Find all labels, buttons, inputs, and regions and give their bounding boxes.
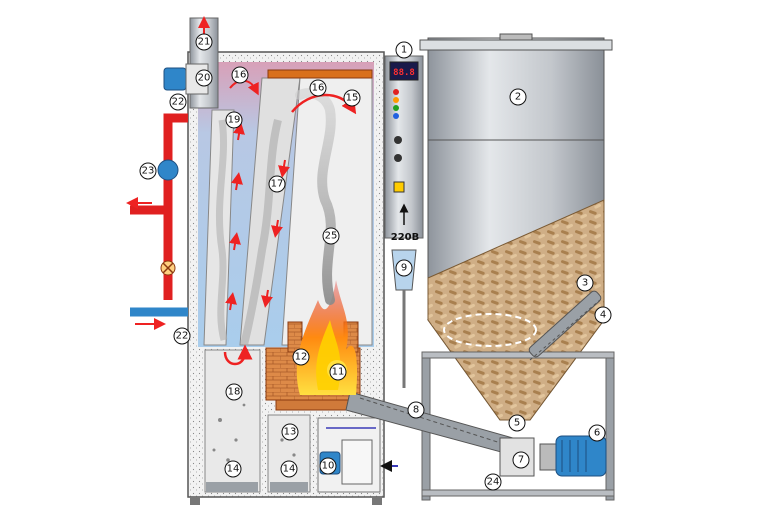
callout-number: 3 bbox=[582, 278, 588, 289]
callout-number: 5 bbox=[514, 418, 520, 429]
pump-icon bbox=[157, 159, 179, 181]
control-panel: 88.8 bbox=[384, 55, 424, 239]
callout-6: 6 bbox=[588, 424, 606, 442]
callout-number: 20 bbox=[198, 73, 211, 84]
callout-8: 8 bbox=[407, 401, 425, 419]
callout-20: 20 bbox=[195, 69, 213, 87]
callout-number: 11 bbox=[332, 367, 345, 378]
callout-21: 21 bbox=[195, 33, 213, 51]
callout-19: 19 bbox=[225, 111, 243, 129]
callout-16: 16 bbox=[309, 79, 327, 97]
callout-number: 17 bbox=[271, 179, 284, 190]
callout-25: 25 bbox=[322, 227, 340, 245]
pellet-hopper bbox=[419, 33, 615, 501]
callout-number: 21 bbox=[198, 37, 211, 48]
callout-number: 16 bbox=[234, 70, 247, 81]
callout-11: 11 bbox=[329, 363, 347, 381]
callout-16: 16 bbox=[231, 66, 249, 84]
callout-number: 18 bbox=[228, 387, 241, 398]
callout-2: 2 bbox=[509, 88, 527, 106]
display-readout: 88.8 bbox=[393, 68, 415, 78]
callout-number: 8 bbox=[413, 405, 419, 416]
callout-15: 15 bbox=[343, 89, 361, 107]
callout-number: 1 bbox=[401, 45, 407, 56]
callout-4: 4 bbox=[594, 306, 612, 324]
ash-particles bbox=[212, 403, 296, 472]
pipework bbox=[126, 113, 188, 330]
callout-1: 1 bbox=[395, 41, 413, 59]
callout-number: 22 bbox=[176, 331, 189, 342]
callout-7: 7 bbox=[512, 451, 530, 469]
callout-number: 23 bbox=[142, 166, 155, 177]
callout-number: 16 bbox=[312, 83, 325, 94]
callout-number: 24 bbox=[487, 477, 500, 488]
callout-number: 6 bbox=[594, 428, 600, 439]
callout-number: 9 bbox=[401, 263, 407, 274]
callout-number: 19 bbox=[228, 115, 241, 126]
callout-12: 12 bbox=[292, 348, 310, 366]
callout-3: 3 bbox=[576, 274, 594, 292]
control-display-icon bbox=[389, 61, 419, 81]
callout-number: 14 bbox=[283, 464, 296, 475]
callout-14: 14 bbox=[224, 460, 242, 478]
callout-number: 7 bbox=[518, 455, 524, 466]
callout-number: 14 bbox=[227, 464, 240, 475]
smoke-path bbox=[215, 88, 336, 346]
callout-9: 9 bbox=[395, 259, 413, 277]
callout-14: 14 bbox=[280, 460, 298, 478]
callout-18: 18 bbox=[225, 383, 243, 401]
callout-number: 15 bbox=[346, 93, 359, 104]
callout-22: 22 bbox=[173, 327, 191, 345]
auger-icon bbox=[528, 290, 602, 361]
callout-number: 10 bbox=[322, 461, 335, 472]
callout-24: 24 bbox=[484, 473, 502, 491]
callout-number: 13 bbox=[284, 427, 297, 438]
callout-number: 4 bbox=[600, 310, 606, 321]
callout-number: 2 bbox=[515, 92, 521, 103]
callout-23: 23 bbox=[139, 162, 157, 180]
callout-5: 5 bbox=[508, 414, 526, 432]
callout-10: 10 bbox=[319, 457, 337, 475]
callout-number: 25 bbox=[325, 231, 338, 242]
callout-number: 22 bbox=[172, 97, 185, 108]
callout-13: 13 bbox=[281, 423, 299, 441]
callout-17: 17 bbox=[268, 175, 286, 193]
voltage-label: 220В bbox=[391, 232, 420, 243]
callout-22: 22 bbox=[169, 93, 187, 111]
callout-number: 12 bbox=[295, 352, 308, 363]
